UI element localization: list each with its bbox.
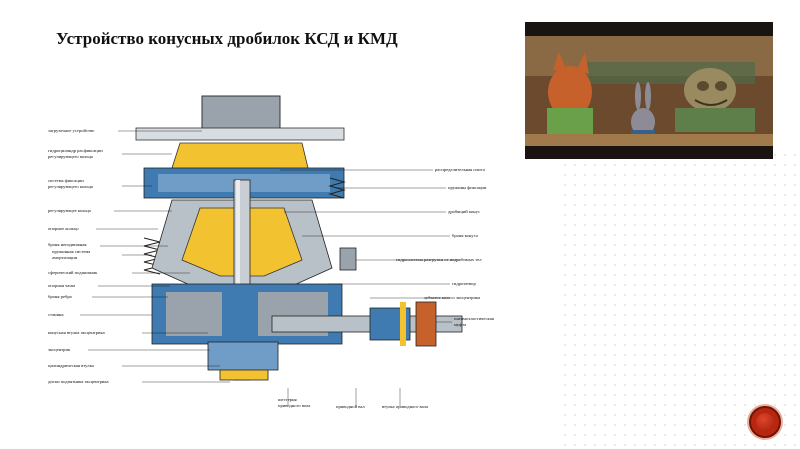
label-frame: станина [48, 312, 64, 317]
label-loading-device: загрузочное устройство [48, 128, 95, 133]
label-hydraulic-seal: гидрозатвор [452, 281, 476, 286]
label-distribution-plate: распределительная плита [435, 167, 485, 172]
label-eccentric-cone-bushing: конусная втулка эксцентрика [48, 330, 105, 335]
dot-pattern-decoration [560, 150, 800, 449]
label-support-bowl: опорная чаша [48, 283, 75, 288]
label-thrust-discs: диски подпятника эксцентрика [48, 379, 109, 384]
label-eccentric: эксцентрик [48, 347, 71, 352]
label-adjusting-ring: регулирующее кольцо [48, 208, 92, 213]
leader-lines-right [280, 169, 460, 406]
label-fixation-springs: пружины фиксации [448, 185, 487, 190]
label-spring-system: пружинная система [52, 249, 90, 254]
cartoon-photo [525, 22, 773, 159]
label-drive-gear-2: приводного вала [278, 403, 310, 408]
label-fixation-system-2: регулирующего кольца [48, 184, 93, 189]
labels-left: загрузочное устройство гидроцилиндр расф… [48, 128, 109, 384]
crusher-drawing [135, 95, 463, 381]
label-hydraulic-system: гидросистема разгрузки от недробимых тел [396, 257, 482, 262]
label-spring-system-2: амортизации [52, 255, 78, 260]
slide-title: Устройство конусных дробилок КСД и КМД [56, 29, 398, 48]
label-cone-armor: броня конуса [452, 233, 478, 238]
label-fixation-system: система фиксации [48, 178, 84, 183]
label-drive-gear: шестерня [278, 397, 298, 402]
label-support-ring: опорное кольцо [48, 226, 79, 231]
leader-lines-left [80, 130, 230, 383]
label-rib-armor: броня ребра [48, 294, 72, 299]
label-hydrocylinder-2: регулирующего кольца [48, 154, 93, 159]
next-slide-button[interactable] [749, 406, 781, 438]
label-hydrocylinder: гидроцилиндр расфиксации [48, 148, 103, 153]
label-cylindrical-bushing: цилиндрическая втулка [48, 363, 94, 368]
label-drive-shaft-bushing: втулка приводного вала [382, 404, 428, 409]
labels-bottom: шестерня приводного вала приводной вал в… [278, 397, 428, 409]
label-drive-shaft: приводной вал [336, 404, 365, 409]
label-fixed-armor: броня неподвижная [48, 242, 87, 247]
label-spherical-bearing: сферический подшипник [48, 270, 98, 275]
label-gear-wheel: зубчатое колесо эксцентрика [424, 295, 480, 300]
label-crushing-cone: дробящий конус [448, 209, 480, 214]
label-pneumatic-coupling-2: муфта [454, 322, 466, 327]
labels-right: распределительная плита пружины фиксации… [396, 167, 495, 327]
label-pneumatic-coupling: пневмоэластическая [454, 316, 495, 321]
cone-crusher-diagram: загрузочное устройство гидроцилиндр расф… [48, 95, 495, 409]
